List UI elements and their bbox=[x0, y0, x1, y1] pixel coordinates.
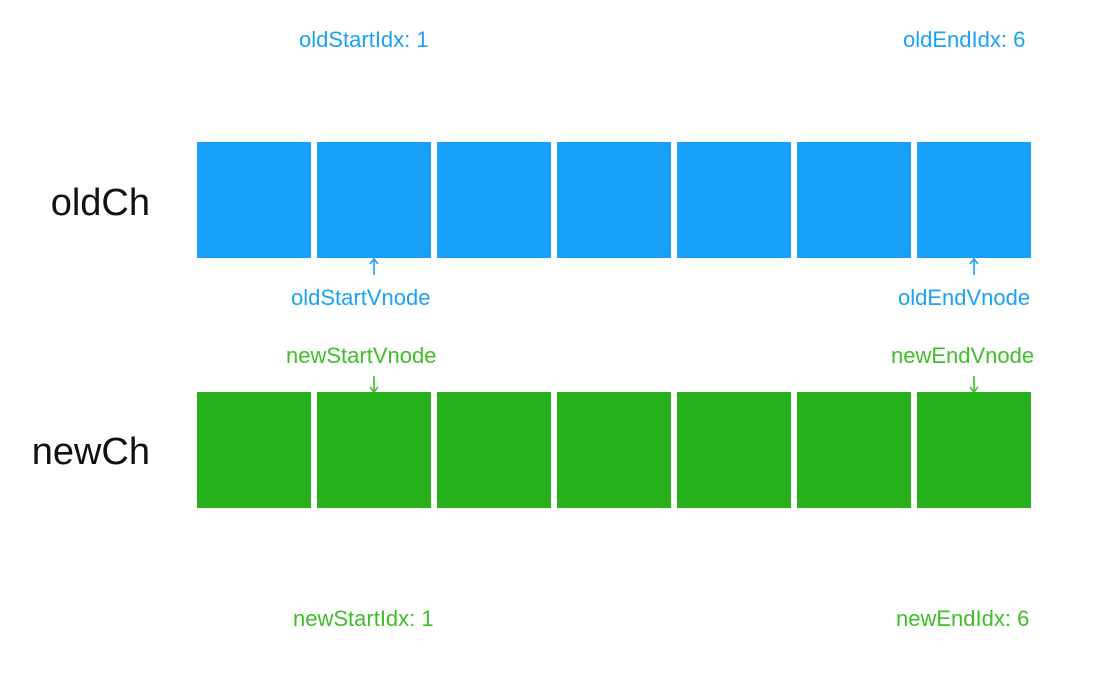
new-node-box bbox=[557, 392, 671, 508]
old-node-box bbox=[197, 142, 311, 258]
new-end-arrow-icon bbox=[969, 376, 979, 393]
old-node-box bbox=[797, 142, 911, 258]
new-node-box bbox=[677, 392, 791, 508]
old-children-row bbox=[197, 142, 1031, 258]
old-node-box bbox=[437, 142, 551, 258]
old-node-box bbox=[317, 142, 431, 258]
old-end-vnode-label: oldEndVnode bbox=[898, 285, 1031, 310]
new-node-box bbox=[437, 392, 551, 508]
old-end-idx-label: oldEndIdx: 6 bbox=[903, 27, 1026, 52]
new-node-box bbox=[797, 392, 911, 508]
old-end-arrow-icon bbox=[969, 258, 979, 275]
new-start-arrow-icon bbox=[369, 376, 379, 393]
new-end-vnode-label: newEndVnode bbox=[891, 343, 1035, 368]
new-node-box bbox=[917, 392, 1031, 508]
new-children-row bbox=[197, 392, 1031, 508]
old-start-vnode-label: oldStartVnode bbox=[291, 285, 431, 310]
new-node-box bbox=[317, 392, 431, 508]
old-children-label: oldCh bbox=[50, 182, 150, 224]
new-start-idx-label: newStartIdx: 1 bbox=[293, 606, 434, 631]
old-start-idx-label: oldStartIdx: 1 bbox=[299, 27, 429, 52]
old-node-box bbox=[677, 142, 791, 258]
new-start-vnode-label: newStartVnode bbox=[286, 343, 437, 368]
old-node-box bbox=[557, 142, 671, 258]
old-start-arrow-icon bbox=[369, 258, 379, 275]
old-node-box bbox=[917, 142, 1031, 258]
new-node-box bbox=[197, 392, 311, 508]
new-children-label: newCh bbox=[31, 431, 150, 473]
new-end-idx-label: newEndIdx: 6 bbox=[896, 606, 1030, 631]
